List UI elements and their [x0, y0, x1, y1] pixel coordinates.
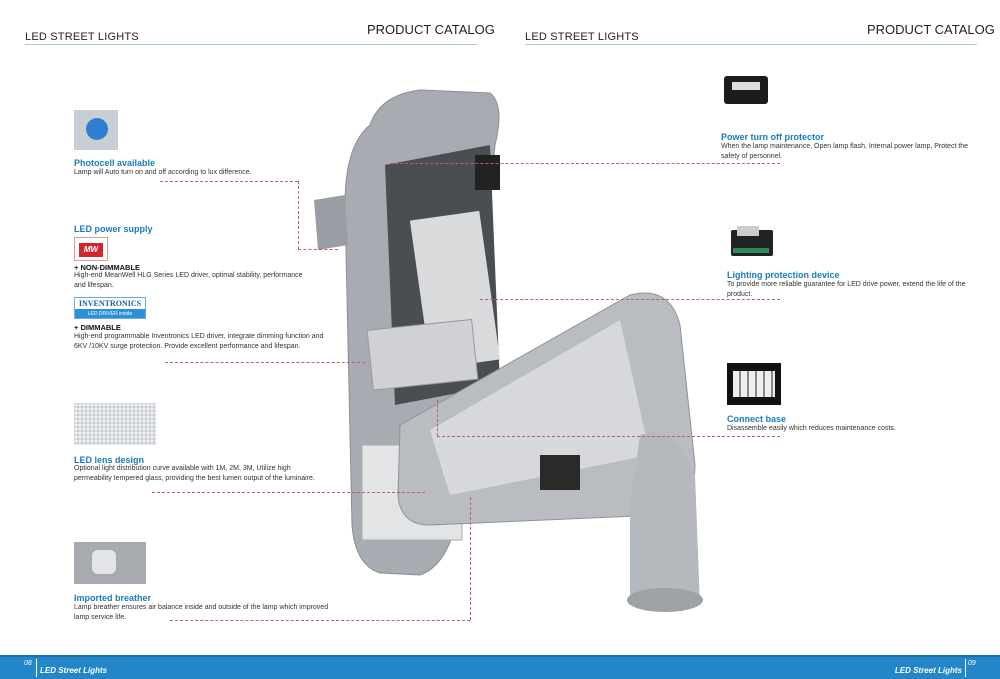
street-light-illustration	[314, 89, 703, 612]
connect-base-leader	[437, 436, 780, 437]
lightning-device-leader	[480, 299, 780, 300]
photocell-image	[74, 110, 118, 150]
right-header-rule	[525, 44, 977, 45]
photocell-title: Photocell available	[74, 158, 156, 168]
breather-title: Imported breather	[74, 593, 152, 603]
lens-title: LED lens design	[74, 455, 145, 465]
power-supply-leader	[165, 362, 365, 363]
non-dimmable-text: High-end MeanWell HLG Series LED driver,…	[74, 272, 303, 289]
left-section-title: LED STREET LIGHTS	[25, 31, 139, 43]
left-footer-label: LED Street Lights	[40, 666, 108, 675]
right-footer-label: LED Street Lights	[894, 666, 962, 675]
lightning-device-image	[727, 222, 777, 262]
lens-text: Optional light distribution curve availa…	[74, 465, 315, 482]
photocell-leader-end	[298, 249, 338, 250]
left-page-number: 08	[24, 660, 32, 667]
connect-base-image	[727, 363, 781, 405]
breather-image	[74, 542, 146, 584]
protector-text: When the lamp maintenance, Open lamp fla…	[721, 143, 969, 160]
connect-base-leader-vertical	[437, 400, 438, 436]
photocell-leader-vertical	[298, 181, 299, 249]
left-footer-divider	[36, 659, 37, 677]
meanwell-logo: MW	[74, 237, 108, 261]
footer-bar: 08 LED Street Lights LED Street Lights 0…	[0, 655, 1000, 679]
right-catalog-title: PRODUCT CATALOG	[867, 22, 995, 37]
breather-text: Lamp breather ensures air balance inside…	[74, 604, 329, 621]
power-supply-title: LED power supply	[74, 224, 153, 234]
right-footer-divider	[965, 659, 966, 677]
left-catalog-title: PRODUCT CATALOG	[367, 22, 495, 37]
non-dimmable-label: + NON-DIMMABLE	[74, 263, 141, 272]
connect-base-title: Connect base	[727, 414, 787, 424]
photocell-leader	[160, 181, 298, 182]
right-page-number: 09	[968, 660, 976, 667]
lightning-device-text: To provide more reliable guarantee for L…	[727, 281, 966, 298]
photocell-text: Lamp will Auto turn on and off according…	[74, 169, 252, 176]
protector-leader	[390, 163, 780, 164]
lens-leader	[152, 492, 425, 493]
led-lens-image	[74, 403, 156, 445]
inventronics-logo: INVENTRONICS LED DRIVER inside	[74, 297, 146, 319]
breather-leader-vertical	[470, 497, 471, 620]
lightning-device-title: Lighting protection device	[727, 270, 840, 280]
protector-title: Power turn off protector	[721, 132, 824, 142]
dimmable-label: + DIMMABLE	[74, 323, 121, 332]
connect-base-text: Disassemble easily which reduces mainten…	[727, 425, 896, 432]
right-section-title: LED STREET LIGHTS	[525, 31, 639, 43]
breather-leader	[170, 620, 470, 621]
left-header-rule	[25, 44, 477, 45]
power-protector-image	[718, 68, 774, 112]
dimmable-text: High-end programmable Inventronics LED d…	[74, 333, 324, 350]
